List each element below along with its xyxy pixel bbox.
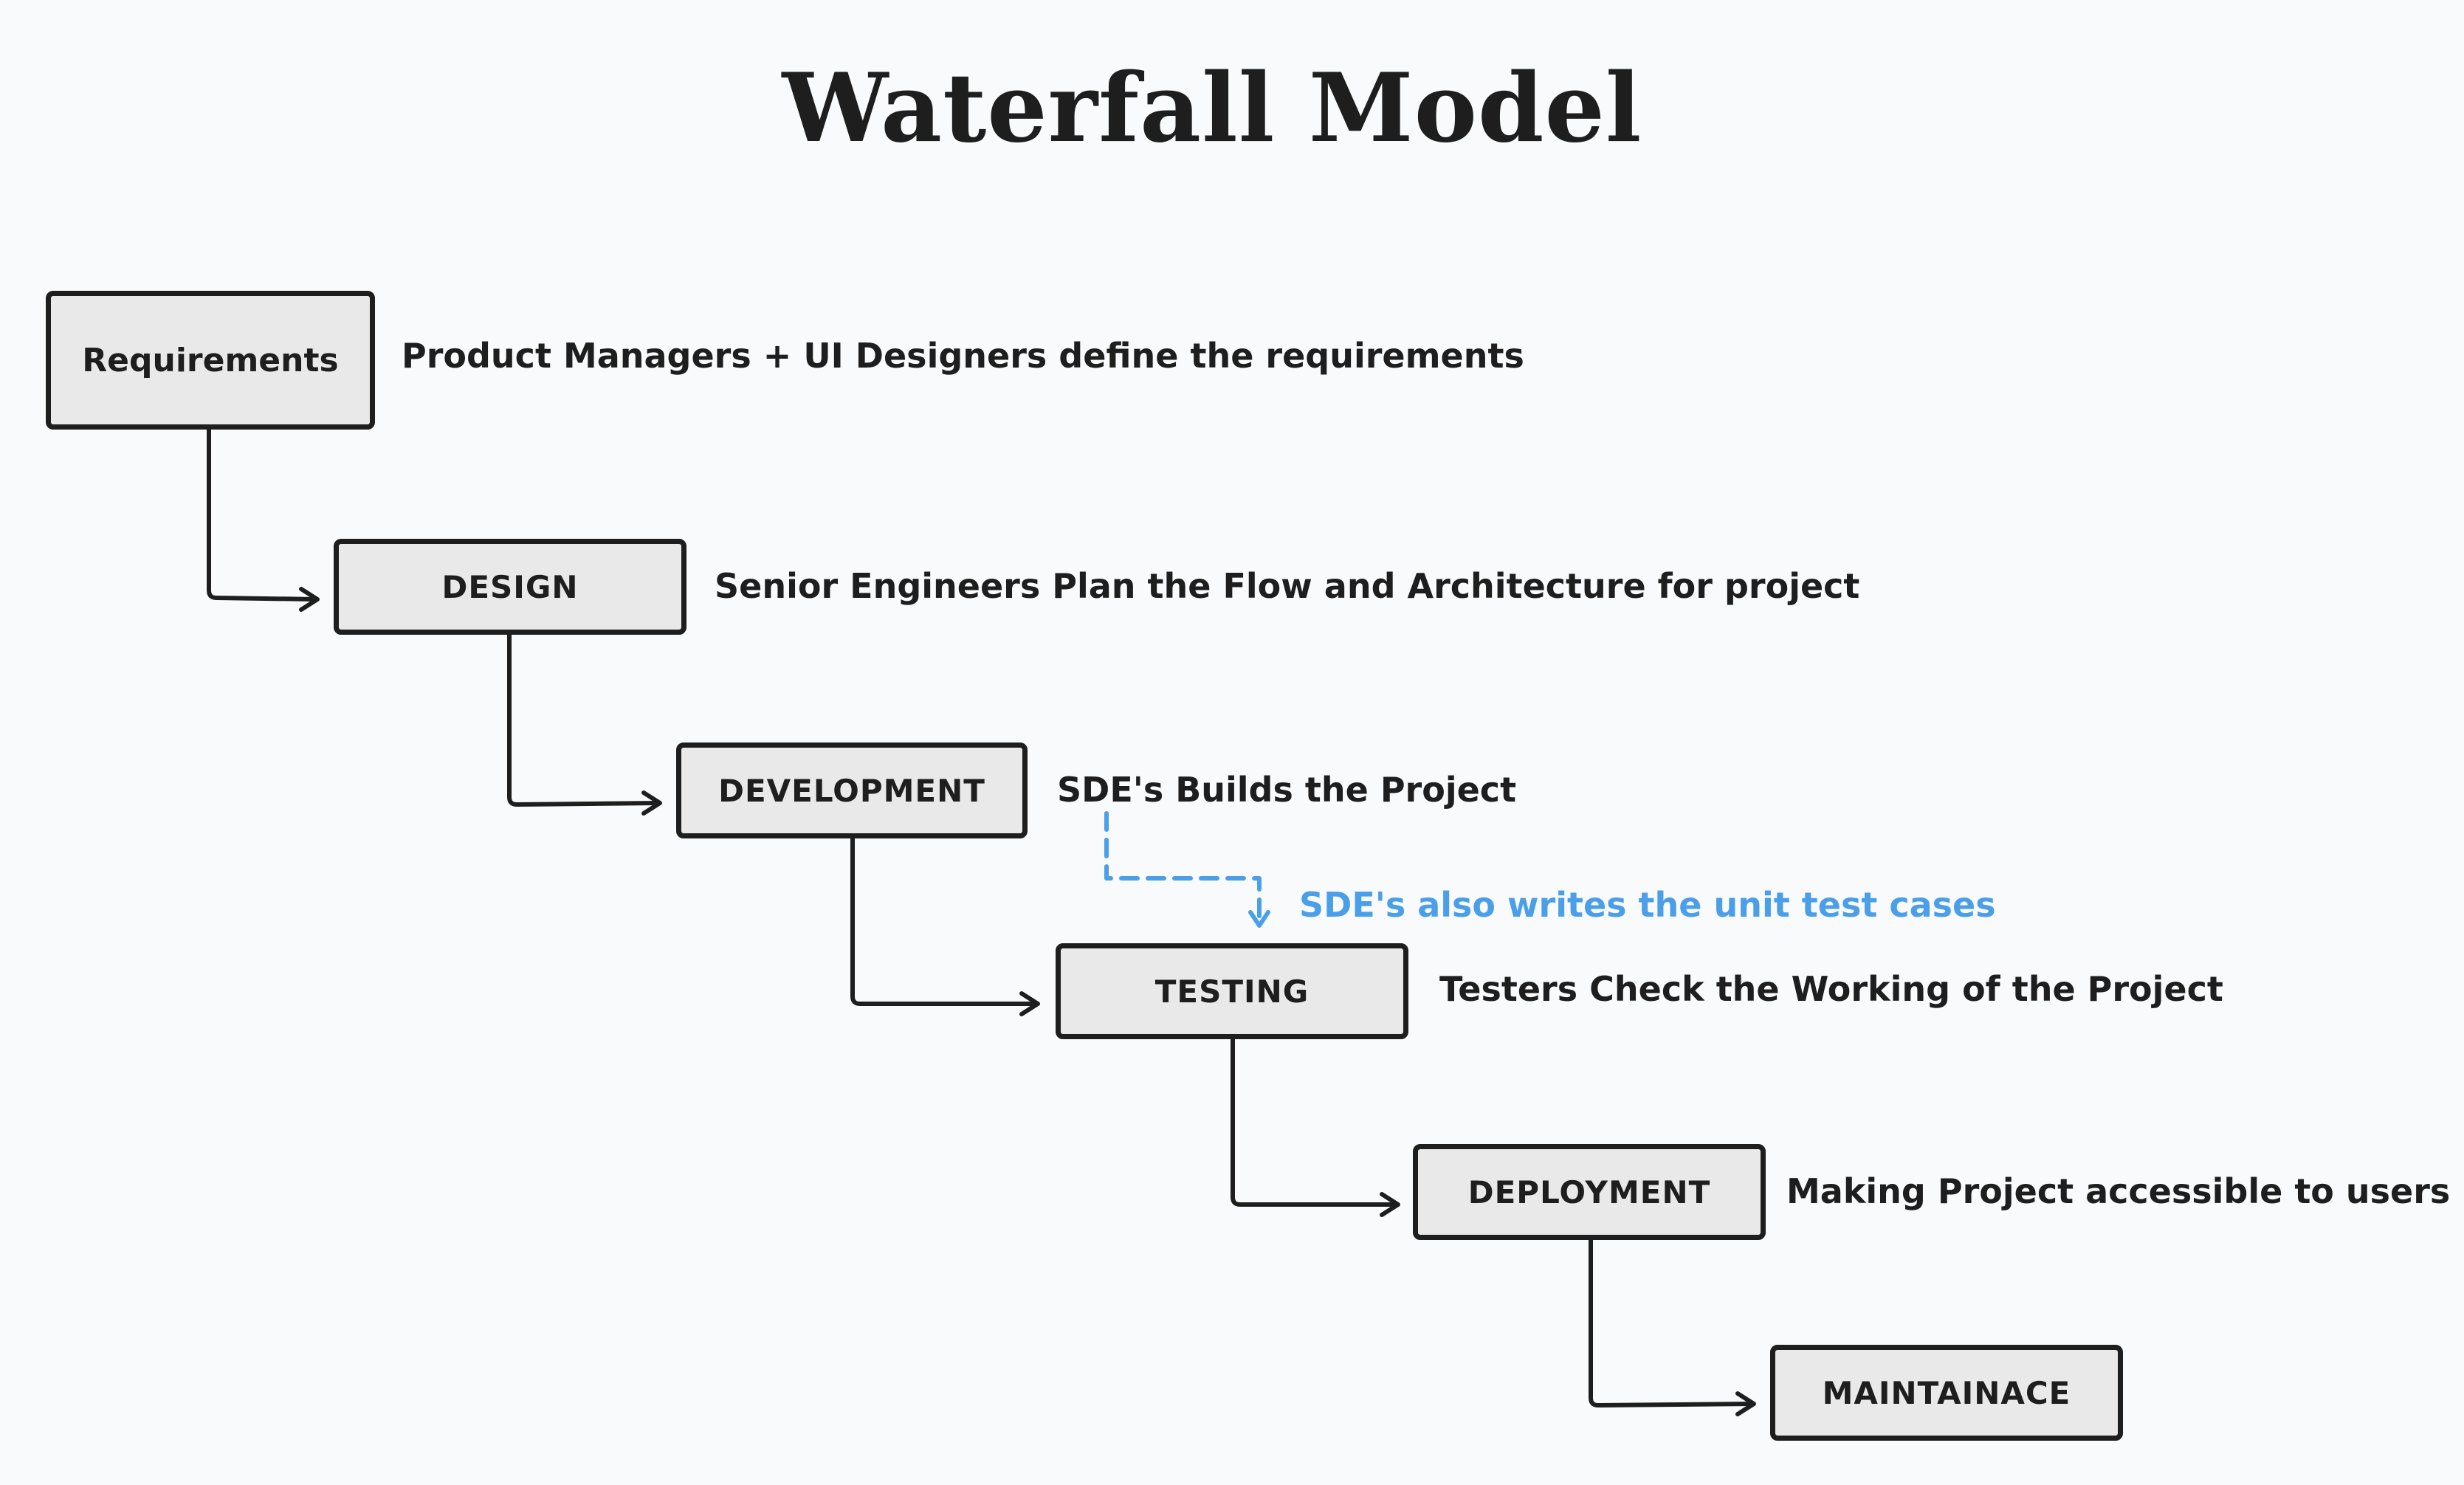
phase-label-design: DESIGN	[441, 568, 579, 605]
connector-requirements-design	[207, 427, 318, 602]
connector-testing-deployment	[1231, 1037, 1399, 1207]
phase-label-requirements: Requirements	[82, 341, 339, 379]
phase-label-testing: TESTING	[1154, 973, 1310, 1010]
phase-description-testing: Testers Check the Working of the Project	[1439, 969, 2223, 1009]
phase-box-design[interactable]: DESIGN	[334, 539, 686, 635]
phase-description-requirements: Product Managers + UI Designers define t…	[402, 336, 1524, 376]
unit-test-note: SDE's also writes the unit test cases	[1299, 885, 1996, 925]
phase-label-maintainace: MAINTAINACE	[1822, 1374, 2071, 1411]
phase-description-development: SDE's Builds the Project	[1057, 770, 1517, 810]
phase-box-deployment[interactable]: DEPLOYMENT	[1413, 1144, 1766, 1240]
connector-design-development	[507, 633, 661, 807]
phase-box-maintainace[interactable]: MAINTAINACE	[1770, 1345, 2123, 1441]
connector-development-testing	[850, 836, 1039, 1006]
diagram-title: Waterfall Model	[782, 53, 1642, 164]
phase-box-development[interactable]: DEVELOPMENT	[676, 742, 1028, 838]
phase-label-development: DEVELOPMENT	[718, 772, 985, 809]
arrowhead-testing	[1019, 991, 1040, 1016]
phase-description-deployment: Making Project accessible to users	[1786, 1171, 2451, 1211]
arrowhead-development	[641, 790, 662, 816]
arrowhead-design	[299, 587, 320, 612]
arrowhead-deployment	[1380, 1192, 1400, 1217]
connector-deployment-maintainace	[1589, 1238, 1755, 1408]
phase-box-requirements[interactable]: Requirements	[46, 291, 375, 430]
phase-description-design: Senior Engineers Plan the Flow and Archi…	[715, 566, 1860, 606]
phase-label-deployment: DEPLOYMENT	[1467, 1174, 1711, 1210]
note-connector	[1104, 811, 1262, 923]
note-arrowhead	[1248, 910, 1270, 928]
phase-box-testing[interactable]: TESTING	[1056, 943, 1408, 1039]
arrowhead-maintainace	[1735, 1391, 1756, 1416]
